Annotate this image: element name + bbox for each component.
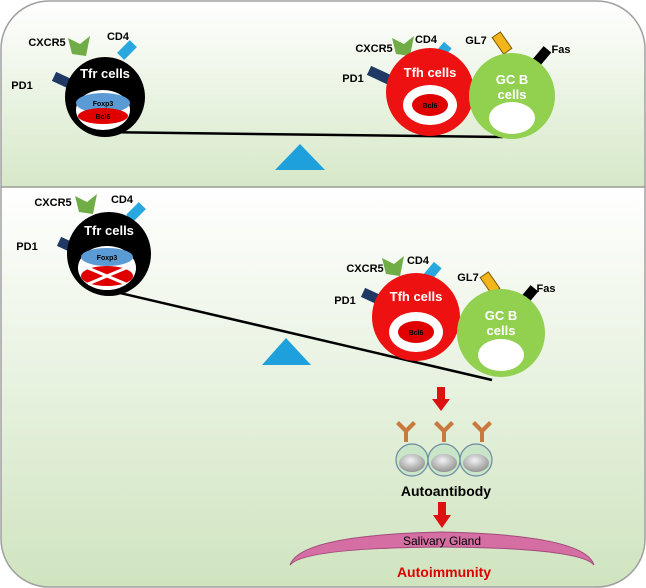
- bottom-tfr-foxp3-label: Foxp3: [97, 255, 118, 262]
- top-tfh-pd1-label: PD1: [342, 73, 363, 85]
- bottom-tfh-bcl6-label: Bcl6: [409, 330, 424, 337]
- bottom-fulcrum: [262, 338, 311, 365]
- top-gcb-gl7-label: GL7: [465, 35, 486, 47]
- top-tfr-cd4-receptor: [117, 40, 137, 60]
- salivary-gland-shape: [289, 531, 595, 566]
- top-gcb-cell: GC B cells GL7 Fas: [465, 31, 571, 139]
- top-gcb-nucleus: [489, 102, 535, 134]
- autoantibody-label: Autoantibody: [401, 483, 491, 499]
- autoimmunity-label: Autoimmunity: [397, 564, 491, 580]
- bottom-tfh-cell: Tfh cells Bcl6 CXCR5 CD4 PD1: [334, 255, 460, 361]
- top-tfh-bcl6: [412, 94, 448, 116]
- plasma-cell: [427, 443, 461, 477]
- bottom-tfh-cxcr5-label: CXCR5: [346, 263, 383, 275]
- bottom-tfr-pd1-label: PD1: [16, 241, 37, 253]
- bottom-tfh-pd1-label: PD1: [334, 295, 355, 307]
- top-tfr-cxcr5-receptor: [68, 36, 90, 56]
- top-gcb-fas-label: Fas: [552, 44, 571, 56]
- bottom-balance-beam: [102, 287, 493, 382]
- bottom-tfh-cd4-label: CD4: [407, 255, 430, 267]
- top-tfh-cd4-label: CD4: [415, 34, 438, 46]
- bottom-tfr-cxcr5-label: CXCR5: [34, 197, 71, 209]
- arrow-down-icon: [433, 502, 451, 528]
- top-tfr-cd4-label: CD4: [107, 31, 130, 43]
- bottom-gcb-nucleus: [478, 339, 524, 371]
- arrow-down-icon: [432, 387, 450, 411]
- bottom-tfr-cell: Tfr cells Foxp3 CXCR5 CD4 PD1: [16, 194, 151, 296]
- bottom-tfr-cd4-label: CD4: [111, 194, 134, 206]
- bottom-gcb-cell: GC B cells GL7 Fas: [457, 271, 556, 377]
- bottom-gcb-gl7-label: GL7: [457, 272, 478, 284]
- top-tfr-pd1-label: PD1: [11, 80, 32, 92]
- antibody-icon: [396, 421, 416, 442]
- top-tfh-cxcr5-receptor: [392, 36, 414, 56]
- top-tfr-bcl6: [78, 108, 128, 124]
- bottom-tfr-title: Tfr cells: [84, 223, 134, 238]
- top-tfr-foxp3: [76, 93, 130, 113]
- plasma-cell: [459, 443, 493, 477]
- top-gcb-gl7-receptor: [491, 31, 513, 55]
- bottom-tfr-bcl6-cross-b: [87, 266, 127, 286]
- bottom-gcb-title-line1: GC B: [485, 308, 518, 323]
- plasma-cell: [395, 443, 429, 477]
- antibody-icon: [472, 421, 492, 442]
- autoantibody-cluster: [395, 421, 493, 477]
- bottom-gcb-title-line2: cells: [487, 323, 516, 338]
- top-tfh-pd1-receptor: [366, 65, 392, 85]
- bottom-tfr-cxcr5-receptor: [75, 194, 97, 214]
- bottom-tfh-bcl6: [398, 321, 434, 343]
- top-balance-beam: [92, 130, 504, 139]
- top-tfr-cell: Tfr cells Foxp3 Bcl6 CXCR5 CD4 PD1: [11, 31, 145, 137]
- antibody-icon: [434, 421, 454, 442]
- top-tfr-cxcr5-label: CXCR5: [28, 37, 65, 49]
- top-tfr-title: Tfr cells: [80, 66, 130, 81]
- top-gcb-title-line2: cells: [498, 87, 527, 102]
- top-tfh-cxcr5-label: CXCR5: [355, 43, 392, 55]
- bottom-tfr-cd4-receptor: [126, 202, 146, 222]
- top-tfh-cell: Tfh cells Bcl6 CXCR5 CD4 PD1: [342, 34, 474, 136]
- top-tfr-foxp3-label: Foxp3: [93, 101, 114, 108]
- bottom-tfr-foxp3: [81, 248, 133, 266]
- bottom-gcb-fas-label: Fas: [537, 283, 556, 295]
- bottom-tfh-cxcr5-receptor: [382, 256, 404, 276]
- top-tfr-bcl6-label: Bcl6: [96, 114, 111, 121]
- bottom-tfh-title: Tfh cells: [390, 289, 443, 304]
- salivary-gland-label: Salivary Gland: [403, 534, 481, 548]
- top-tfh-title: Tfh cells: [404, 65, 457, 80]
- top-fulcrum: [275, 144, 325, 170]
- top-gcb-title-line1: GC B: [496, 72, 529, 87]
- top-tfh-bcl6-label: Bcl6: [423, 103, 438, 110]
